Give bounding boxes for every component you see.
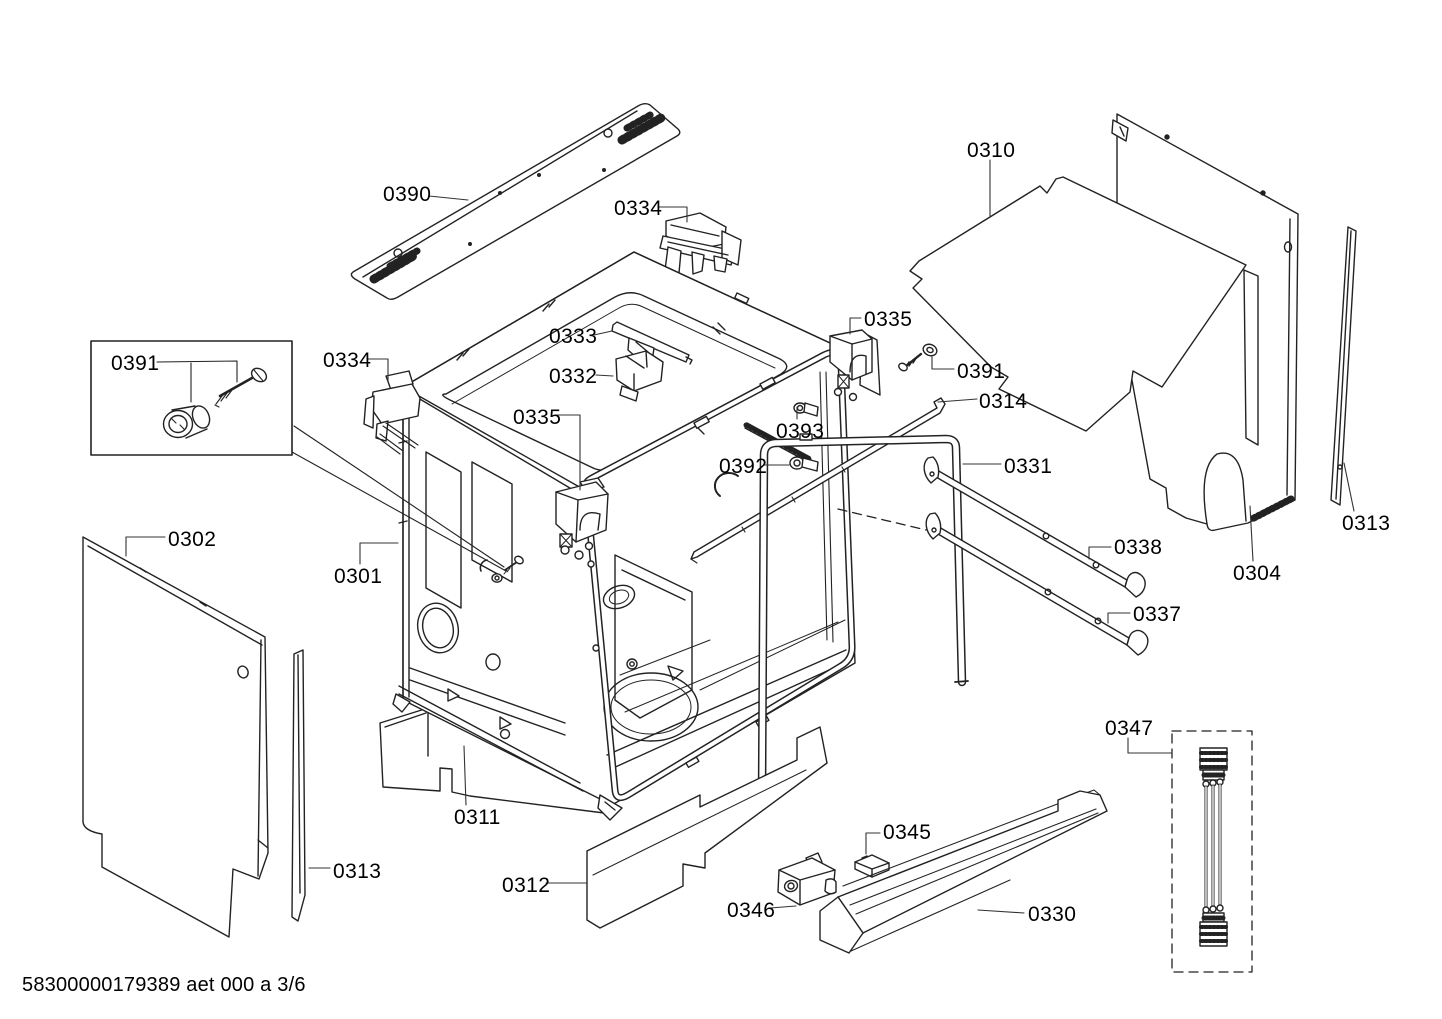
part-strip-right	[1330, 226, 1357, 506]
assembly-dashed-line	[837, 508, 927, 531]
part-label-0338-16: 0338	[1114, 536, 1163, 559]
part-clip	[854, 854, 890, 878]
leader-lines	[125, 159, 1355, 914]
part-side-panel	[82, 536, 269, 938]
part-rear-panel	[1111, 113, 1299, 532]
part-insulation-mat	[909, 176, 1247, 432]
part-strip-left	[291, 649, 306, 922]
part-label-0392-12: 0392	[719, 455, 768, 478]
part-label-0313-23: 0313	[333, 860, 382, 883]
part-u-frame	[756, 433, 969, 802]
part-label-0304-19: 0304	[1233, 562, 1282, 585]
part-rail-0314	[690, 397, 946, 564]
part-cable-kit	[1171, 730, 1253, 973]
part-channel-rail	[819, 789, 1108, 954]
part-label-0335-11: 0335	[513, 406, 562, 429]
part-label-0333-3: 0333	[549, 325, 598, 348]
part-bracket-top-right	[829, 329, 881, 402]
part-label-0331-13: 0331	[1004, 455, 1053, 478]
part-label-0345-22: 0345	[883, 821, 932, 844]
part-label-0346-25: 0346	[727, 899, 776, 922]
part-label-0337-17: 0337	[1133, 603, 1182, 626]
part-screw-nut-right	[898, 343, 938, 372]
part-clamp-left	[363, 370, 421, 455]
part-label-0391-8: 0391	[111, 352, 160, 375]
part-rack-rail-upper	[923, 456, 1146, 598]
part-rack-rail-lower	[925, 512, 1149, 656]
part-label-0310-2: 0310	[967, 139, 1016, 162]
part-label-0314-9: 0314	[979, 390, 1028, 413]
document-code: 58300000179389 aet 000 a 3/6	[22, 974, 306, 996]
part-clamp-top	[659, 212, 742, 278]
part-label-0313-18: 0313	[1342, 512, 1391, 535]
part-label-0347-20: 0347	[1105, 717, 1154, 740]
part-label-0390-0: 0390	[383, 183, 432, 206]
part-label-0312-24: 0312	[502, 874, 551, 897]
part-label-0301-15: 0301	[334, 565, 383, 588]
part-label-0334-7: 0334	[323, 349, 372, 372]
part-latch	[615, 350, 664, 402]
part-label-0334-1: 0334	[614, 197, 663, 220]
part-bracket-front	[555, 477, 609, 560]
part-label-0332-4: 0332	[549, 365, 598, 388]
part-top-panel	[350, 103, 681, 300]
detail-inset-box	[90, 340, 524, 583]
part-label-0302-14: 0302	[168, 528, 217, 551]
part-foam-front	[586, 726, 828, 929]
part-switch	[777, 852, 837, 906]
part-label-0391-6: 0391	[957, 360, 1006, 383]
part-label-0311-21: 0311	[454, 806, 501, 829]
part-label-0335-5: 0335	[864, 308, 913, 331]
part-label-0393-10: 0393	[776, 420, 825, 443]
part-label-0330-26: 0330	[1028, 903, 1077, 926]
